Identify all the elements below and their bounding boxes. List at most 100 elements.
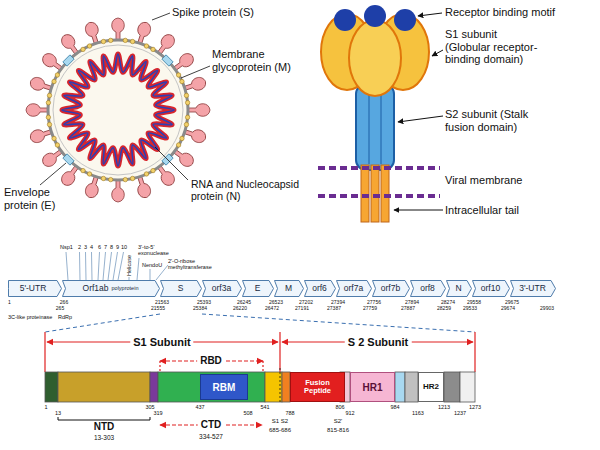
label: Intracellular tail bbox=[445, 204, 519, 217]
membrane-protein bbox=[123, 177, 127, 181]
label: Nsp1 bbox=[60, 244, 73, 250]
viral-envelope bbox=[48, 40, 188, 180]
gene-arrow: orf7b bbox=[372, 280, 410, 297]
zoom-line bbox=[45, 314, 475, 332]
domain-bar bbox=[460, 372, 475, 402]
node-text: Fusion Peptide bbox=[292, 379, 343, 396]
position-number: 541 bbox=[260, 404, 269, 410]
label: 815-816 bbox=[327, 427, 349, 434]
subunit-bracket bbox=[44, 332, 45, 372]
pointer-arrow bbox=[418, 13, 442, 16]
position-number: 437 bbox=[195, 404, 204, 410]
label: Membrane glycoprotein (M) bbox=[212, 48, 302, 73]
label: S2 subunit (Stalk fusion domain) bbox=[445, 108, 555, 133]
node-text: RBM bbox=[213, 382, 236, 393]
envelope-protein bbox=[63, 55, 74, 66]
position-number: 26245 bbox=[237, 300, 251, 306]
spike-structure bbox=[361, 165, 369, 222]
domain-bar bbox=[45, 368, 475, 404]
subunit-bracket bbox=[279, 332, 280, 372]
leader-line bbox=[40, 163, 66, 185]
gene-arrow: orf8 bbox=[410, 280, 446, 297]
node-text: E bbox=[255, 284, 261, 293]
leader-line bbox=[150, 269, 151, 280]
label: Spike protein (S) bbox=[172, 6, 254, 19]
label: Helicase bbox=[126, 255, 132, 276]
spike-protein bbox=[112, 179, 125, 202]
position-number: 1163 bbox=[412, 410, 424, 416]
spike-structure bbox=[369, 92, 370, 164]
membrane-protein bbox=[87, 44, 91, 48]
domain-box: RBM bbox=[200, 374, 248, 400]
leader-line bbox=[181, 66, 210, 78]
zoom-line bbox=[45, 314, 160, 332]
leader-line bbox=[108, 252, 112, 280]
arrow-shape bbox=[203, 281, 242, 297]
position-number: 29674 bbox=[501, 306, 515, 312]
domain-box: Fusion Peptide bbox=[290, 372, 345, 402]
position-number: 912 bbox=[345, 410, 354, 416]
subunit-bracket bbox=[45, 332, 475, 372]
membrane-protein bbox=[52, 136, 56, 140]
pointer-arrow bbox=[432, 50, 443, 56]
membrane-protein bbox=[101, 176, 105, 180]
node-text: Orf1ab bbox=[83, 284, 109, 293]
leader-line bbox=[129, 277, 130, 280]
leader-line bbox=[91, 252, 93, 280]
gene-arrow: E bbox=[242, 280, 274, 297]
label: 3C-like proteinase bbox=[8, 314, 52, 320]
domain-bar bbox=[150, 372, 158, 402]
domain-bar bbox=[444, 372, 460, 402]
membrane-protein bbox=[184, 93, 188, 97]
subunit-bracket bbox=[262, 361, 263, 372]
subunit-bracket bbox=[159, 361, 160, 372]
membrane-protein bbox=[47, 93, 51, 97]
leader-line bbox=[66, 252, 68, 280]
label: CTD bbox=[198, 419, 225, 431]
node-text: M bbox=[285, 284, 292, 293]
label: 3'-to-5' exonuclease bbox=[138, 244, 174, 257]
spike-structure bbox=[334, 9, 356, 31]
label: Viral membrane bbox=[445, 174, 522, 187]
position-number: 26523 bbox=[269, 300, 283, 306]
position-number: 788 bbox=[285, 410, 294, 416]
zoom-line bbox=[202, 314, 475, 332]
spike-structure bbox=[364, 5, 386, 27]
domain-bar bbox=[282, 372, 290, 402]
node-text: N bbox=[455, 284, 461, 293]
label: RBD bbox=[197, 355, 225, 367]
node-text: orf10 bbox=[481, 284, 500, 293]
position-number: 1 bbox=[44, 404, 47, 410]
position-number: 13 bbox=[55, 410, 61, 416]
position-number: 305 bbox=[145, 404, 154, 410]
spike-structure bbox=[318, 166, 440, 170]
domain-bar bbox=[280, 368, 281, 404]
position-number: 29533 bbox=[463, 306, 477, 312]
membrane-protein bbox=[46, 38, 190, 182]
domain-bracket bbox=[58, 417, 150, 420]
label: 685-686 bbox=[269, 427, 291, 434]
leader-line bbox=[152, 13, 170, 20]
spike-structure bbox=[394, 9, 416, 31]
position-number: 25384 bbox=[193, 306, 207, 312]
position-number: 29558 bbox=[467, 300, 481, 306]
gene-arrow: M bbox=[274, 280, 304, 297]
gene-arrow: orf3a bbox=[202, 280, 242, 297]
membrane-protein bbox=[55, 73, 59, 77]
leader-line bbox=[155, 147, 188, 180]
node-text: orf7a bbox=[344, 284, 363, 293]
membrane-protein bbox=[108, 38, 112, 42]
position-number: 984 bbox=[390, 404, 399, 410]
position-number: 28274 bbox=[441, 300, 455, 306]
label: S 2 Subunit bbox=[345, 336, 412, 349]
membrane-protein bbox=[176, 73, 180, 77]
label: 8 bbox=[110, 244, 113, 250]
position-number: 319 bbox=[153, 410, 162, 416]
label: 2'-O-ribose methyltransferase bbox=[168, 258, 228, 271]
label: 4 bbox=[90, 244, 93, 250]
spike-structure bbox=[318, 194, 440, 198]
arrow-shape bbox=[63, 281, 160, 297]
label: S1 Subunit bbox=[130, 336, 193, 349]
membrane-protein bbox=[52, 79, 56, 83]
domain-shape bbox=[201, 375, 248, 400]
